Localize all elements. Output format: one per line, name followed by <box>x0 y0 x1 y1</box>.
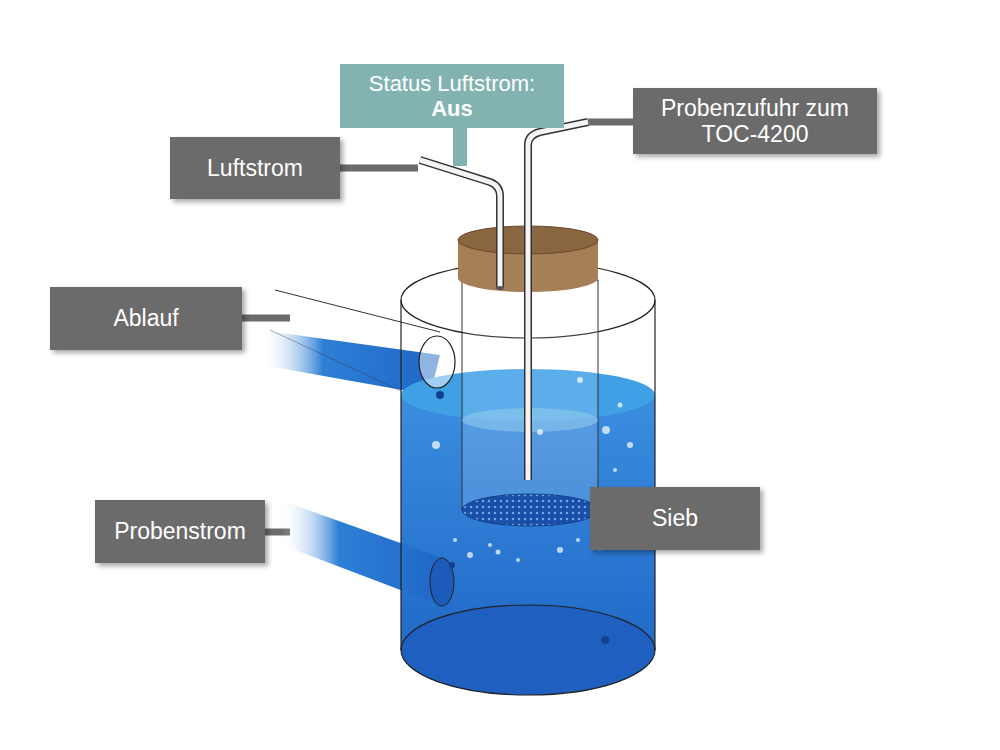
callout-box: Ablauf <box>50 287 242 350</box>
sieve <box>462 494 598 526</box>
box-label: Luftstrom <box>207 155 303 181</box>
leader-line <box>242 315 290 322</box>
callout-box: Sieb <box>590 487 760 550</box>
callout-box: Luftstrom <box>170 137 340 199</box>
callout-box: Probenstrom <box>95 500 265 563</box>
leader-line <box>588 119 635 126</box>
status-box: Status Luftstrom:Aus <box>340 64 564 128</box>
box-label: Aus <box>431 96 473 121</box>
box-label: Probenzufuhr zum TOC-4200 <box>645 95 865 148</box>
box-label: Sieb <box>652 505 698 531</box>
sample-tube <box>528 122 588 480</box>
box-label: Status Luftstrom: <box>369 71 535 96</box>
callout-box: Probenzufuhr zum TOC-4200 <box>633 88 877 154</box>
leader-line <box>340 165 418 172</box>
box-label: Ablauf <box>113 305 178 331</box>
status-tab <box>453 126 467 166</box>
air-tube <box>420 160 500 288</box>
box-label: Probenstrom <box>114 518 246 544</box>
inlet-pipe <box>280 500 448 605</box>
